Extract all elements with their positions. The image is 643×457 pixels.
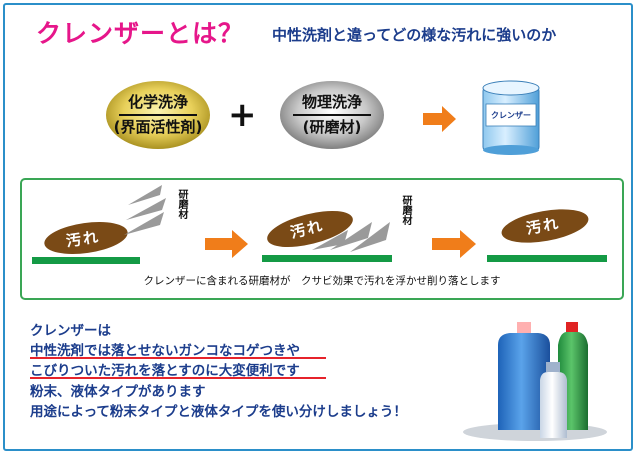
surface-bar-1 <box>32 257 140 264</box>
description-line-3: こびりついた汚れを落とすのに大変便利です <box>30 363 300 379</box>
physical-divider <box>293 114 371 116</box>
physical-cleaning-detail: (研磨材) <box>302 118 362 136</box>
arrow-right-icon <box>432 230 476 258</box>
cleanser-can-icon <box>482 80 540 155</box>
abrasive-shards-1 <box>124 185 166 235</box>
cleanser-bottles-icon <box>463 322 607 441</box>
plus-sign: + <box>228 95 257 135</box>
abrasive-label-text-1: 研磨材 <box>176 189 187 219</box>
cleaning-diagram-panel <box>20 178 624 300</box>
dirt-blob-2 <box>267 210 353 248</box>
abrasive-label-2: 研磨材 <box>400 195 412 225</box>
chemical-cleaning-label: 化学洗浄 (界面活性剤) <box>110 92 206 138</box>
outer-frame <box>3 3 633 451</box>
dirt-blob-1 <box>44 222 128 254</box>
diagram-caption: クレンザーに含まれる研磨材が クサビ効果で汚れを浮かせ削り落とします <box>143 275 501 287</box>
description-line-4: 粉末、液体タイプがあります <box>30 384 206 400</box>
arrow-right-icon <box>205 230 248 258</box>
description-line-2: 中性洗剤では落とせないガンコなコゲつきや <box>30 343 300 359</box>
dirt-blob-3 <box>501 209 589 243</box>
physical-cleaning-label: 物理洗浄 (研磨材) <box>284 92 380 138</box>
description-line-1: クレンザーは <box>30 323 111 339</box>
can-label: クレンザー <box>491 111 531 120</box>
arrow-right-icon <box>423 106 456 132</box>
surface-bar-2 <box>262 255 392 262</box>
highlight-underline-2 <box>30 377 326 379</box>
chemical-cleaning-title: 化学洗浄 <box>127 93 188 111</box>
description-line-5: 用途によって粉末タイプと液体タイプを使い分けしましょう！ <box>30 404 407 420</box>
abrasive-shards-2 <box>312 222 390 252</box>
chemical-cleaning-detail: (界面活性剤) <box>113 118 203 136</box>
abrasive-label-1: 研磨材 <box>176 189 188 219</box>
surface-bar-3 <box>487 255 607 262</box>
page-subtitle: 中性洗剤と違ってどの様な汚れに強いのか <box>272 26 557 44</box>
highlight-underline-1 <box>30 357 326 359</box>
physical-cleaning-title: 物理洗浄 <box>301 93 362 111</box>
abrasive-label-text-2: 研磨材 <box>400 195 411 225</box>
chemical-divider <box>119 114 197 116</box>
page-title: クレンザーとは？ <box>36 19 245 48</box>
